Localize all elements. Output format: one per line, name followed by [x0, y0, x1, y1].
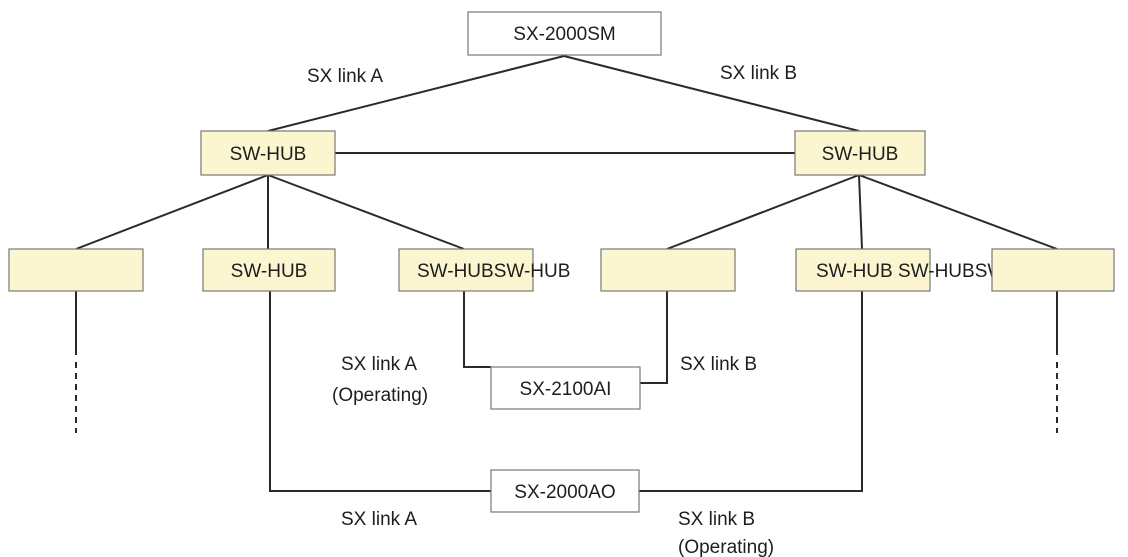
ai-link-b-label: SX link B	[680, 354, 757, 375]
ao-link-a-line	[269, 291, 491, 492]
hub-lower-2: SW-HUB	[202, 248, 336, 292]
hub-upper-left: SW-HUB	[200, 130, 336, 176]
device-sx-2100ai: SX-2100AI	[490, 366, 641, 410]
ao-link-b-line	[639, 291, 863, 492]
ai-link-a-status: (Operating)	[332, 385, 428, 406]
hub-upper-right-label: SW-HUB	[822, 144, 899, 165]
hub-left-to-lower-1-line	[75, 174, 269, 250]
hub-left-to-lower-3-line	[267, 174, 465, 250]
ai-link-a-label: SX link A	[341, 354, 417, 375]
device-sx-2000sm-label: SX-2000SM	[513, 24, 615, 45]
sm-to-hub-left-line	[267, 55, 565, 132]
device-sx-2000ao: SX-2000AO	[490, 469, 640, 513]
ao-link-b-label: SX link B	[678, 509, 755, 530]
ai-link-b-line	[640, 291, 668, 384]
sm-to-hub-right-line	[563, 55, 860, 132]
hub-right-to-lower-4-line	[666, 174, 860, 250]
ao-link-a-label: SX link A	[341, 509, 417, 530]
hub-right-to-lower-5-line	[858, 174, 863, 250]
hub-right-to-lower-6-line	[858, 174, 1058, 250]
link-labels: SX link A SX link B SX link A (Operating…	[307, 63, 797, 557]
device-sx-2000sm: SX-2000SM	[467, 11, 662, 56]
connection-lines	[75, 55, 1058, 492]
hub-lower-3-label: SW-HUBSW-HUB	[417, 261, 570, 282]
ai-link-a-line	[463, 291, 491, 368]
device-sx-2000ao-label: SX-2000AO	[514, 482, 615, 503]
hub-upper-right: SW-HUB	[794, 130, 926, 176]
device-sx-2100ai-label: SX-2100AI	[520, 379, 612, 400]
hub-lower-3: SW-HUBSW-HUB	[398, 248, 570, 292]
hub-lower-2-label: SW-HUB	[231, 261, 308, 282]
hub-lower-4	[600, 248, 736, 292]
hub-lower-1	[8, 248, 144, 292]
top-link-b-label: SX link B	[720, 63, 797, 84]
top-link-a-label: SX link A	[307, 66, 383, 87]
ao-link-b-status: (Operating)	[678, 537, 774, 557]
hub-upper-left-label: SW-HUB	[230, 144, 307, 165]
hub-lower-6	[991, 248, 1115, 292]
